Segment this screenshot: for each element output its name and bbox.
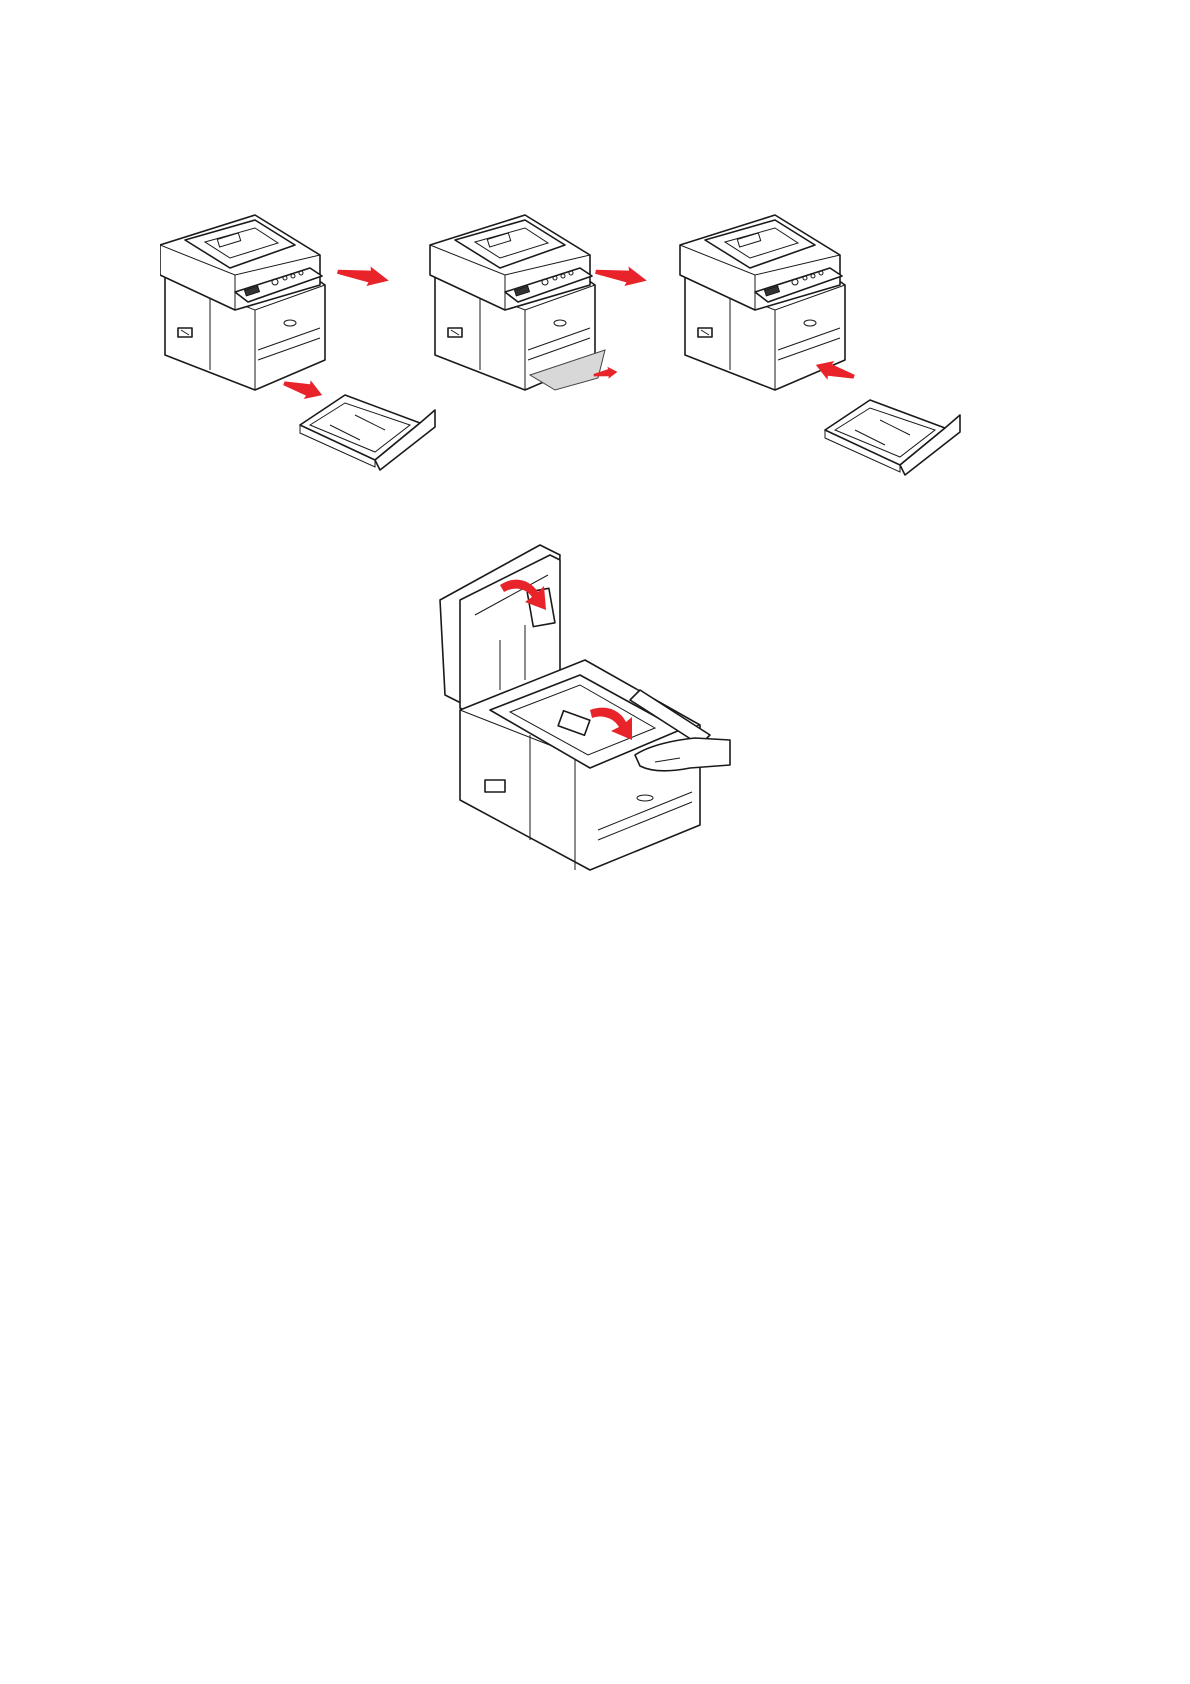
step1-printer-icon	[160, 215, 325, 390]
tray-removal-sequence-figure	[160, 210, 1040, 500]
open-scanner-illustration	[430, 540, 760, 920]
open-scanner-figure	[430, 540, 760, 920]
step1-tray-out-arrow-icon	[281, 372, 325, 404]
step3-tray-icon	[825, 400, 960, 475]
step1-tray-icon	[300, 395, 435, 470]
printer-opened-icon	[440, 545, 710, 870]
tray-sequence-illustration	[160, 210, 1040, 500]
step3-printer-icon	[680, 215, 845, 390]
step-transition-arrow-2-icon	[594, 260, 649, 290]
step-transition-arrow-1-icon	[336, 260, 391, 290]
